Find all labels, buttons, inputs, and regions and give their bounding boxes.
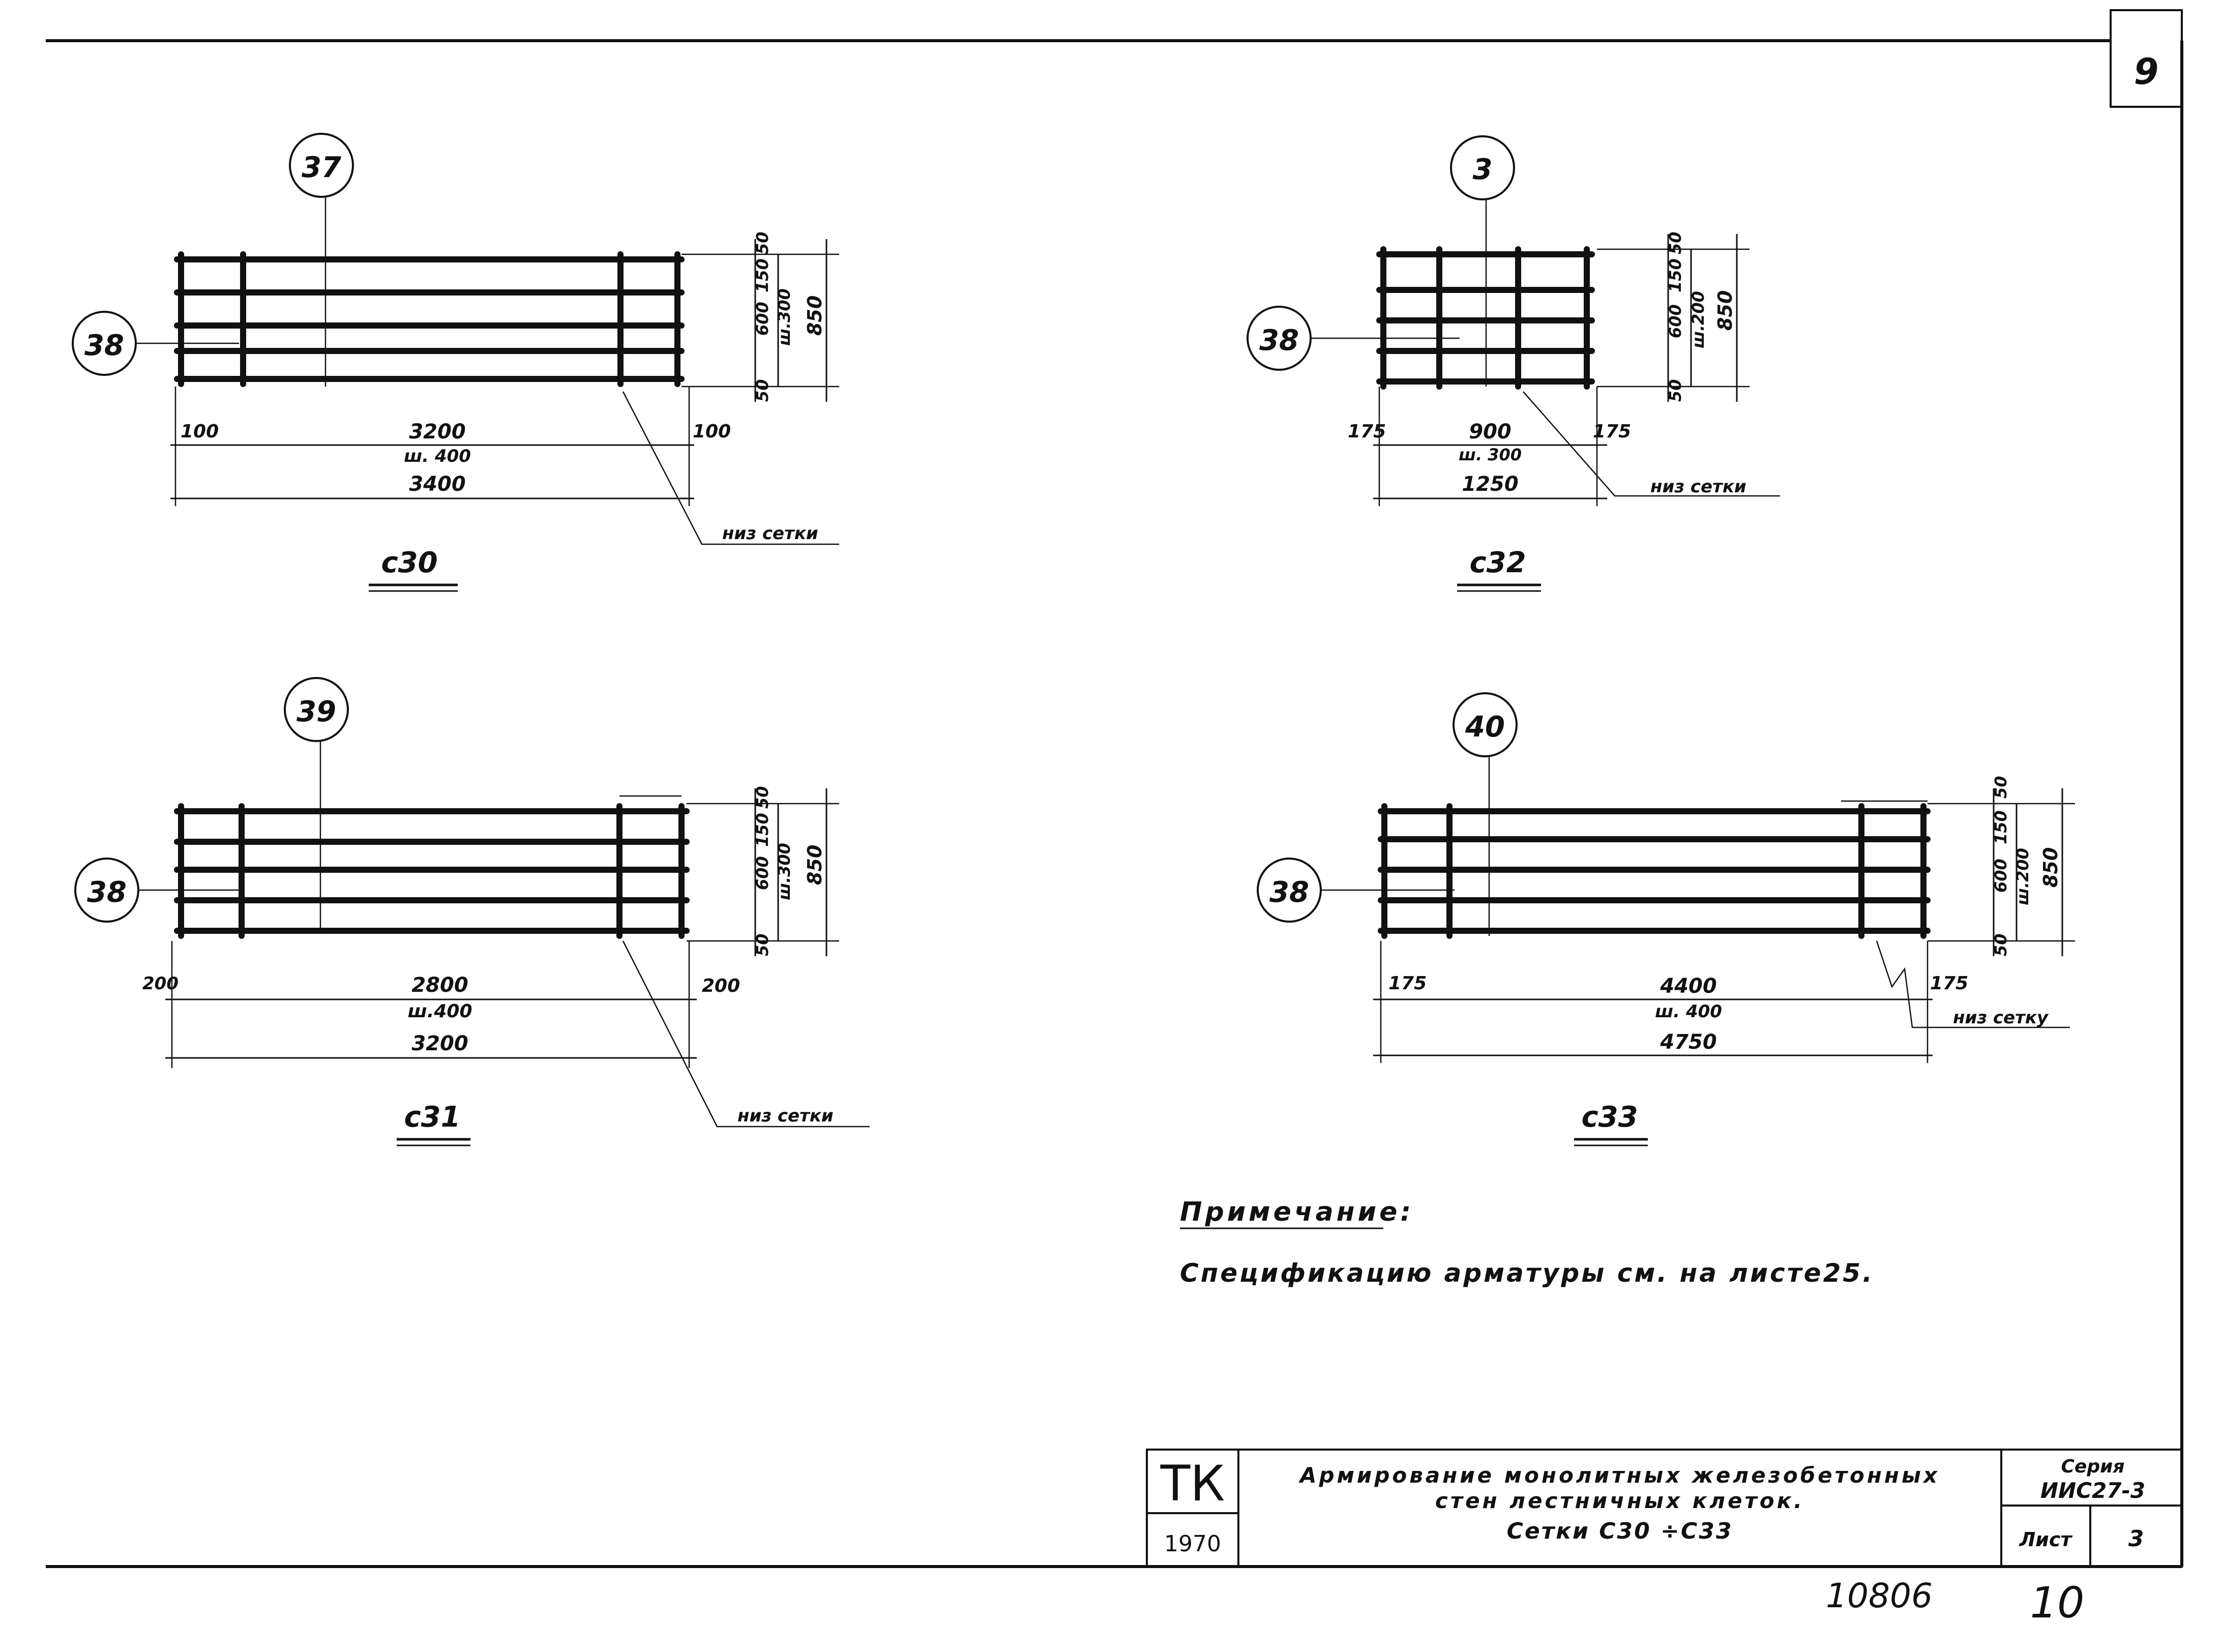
c33-top-mark: 40 [1465, 711, 1505, 744]
c32-dim-pitch: ш. 300 [1459, 445, 1522, 464]
c33-side-mark: 38 [1269, 876, 1309, 909]
net-c32: 3 38 175 900 ш. 300 175 1250 50 150 600 … [1247, 135, 1780, 592]
c31-dim-mid: 2800 [411, 973, 468, 997]
c30-dim-pitch: ш. 400 [404, 446, 471, 466]
c30-vdim-inner: 600 [753, 302, 772, 336]
c32-dim-left: 175 [1348, 421, 1386, 442]
c32-vdim-total: 850 [1714, 290, 1736, 331]
corner-number-box: 9 [2110, 9, 2183, 108]
title-line3: Сетки С30 ÷С33 [1507, 1518, 1733, 1544]
c30-vdim-bottom: 50 [753, 379, 772, 402]
c33-vdim-pitch: 150 [1991, 810, 2010, 844]
c32-vdim-inner: 600 [1666, 304, 1685, 338]
corner-number: 9 [2134, 51, 2159, 93]
c32-dim-total: 1250 [1462, 473, 1518, 496]
c30-dim-mid: 3200 [409, 420, 465, 444]
c33-note: низ сетку [1953, 1008, 2049, 1028]
c31-title: с31 [404, 1101, 460, 1134]
c33-dim-left: 175 [1388, 973, 1427, 994]
c31-dim-right: 200 [702, 976, 740, 996]
c31-vdim-inner: 600 [753, 856, 772, 890]
c31-vdim-pitch: 150 [753, 813, 772, 847]
title-line1: Армирование монолитных железобетонных [1298, 1463, 1940, 1488]
net-c30: 37 38 100 3200 ш. 400 100 3400 50 150 [72, 133, 839, 592]
c30-title: с30 [381, 546, 437, 579]
title-line2: стен лестничных клеток. [1435, 1488, 1804, 1513]
c31-vdim-total: 850 [804, 845, 826, 885]
sheet-value: 3 [2128, 1526, 2144, 1552]
c33-dim-mid: 4400 [1660, 975, 1716, 998]
c33-vdim-top: 50 [1991, 776, 2010, 799]
c32-dim-mid: 900 [1469, 420, 1512, 444]
title-org: ТК [1160, 1455, 1225, 1512]
c31-vdim-top: 50 [753, 786, 772, 809]
series-label: Серия [2061, 1456, 2125, 1477]
c33-vdim-bottom: 50 [1991, 933, 2010, 956]
note-heading: Примечание: [1180, 1197, 1414, 1227]
c31-note: низ сетки [737, 1106, 834, 1126]
c31-vdim-bottom: 50 [753, 933, 772, 956]
c33-vdim-inner-pitch: ш.200 [2013, 848, 2032, 905]
c32-vdim-top: 50 [1666, 231, 1685, 254]
c30-dim-left: 100 [181, 421, 219, 442]
c32-note: низ сетки [1650, 477, 1746, 497]
c31-dim-pitch: ш.400 [407, 1001, 472, 1022]
stamp-number: 10806 [1826, 1576, 1933, 1615]
c32-top-mark: 3 [1473, 153, 1493, 186]
series-value: ИИС27-3 [2040, 1478, 2145, 1503]
c30-note: низ сетки [722, 523, 818, 544]
title-block: ТК 1970 Армирование монолитных железобет… [1146, 1449, 2183, 1568]
c30-dim-right: 100 [693, 421, 731, 442]
c32-vdim-inner-pitch: ш.200 [1688, 291, 1708, 348]
c31-vdim-inner-pitch: ш.300 [775, 843, 794, 900]
c33-dim-total: 4750 [1660, 1030, 1716, 1054]
c30-side-mark: 38 [84, 329, 124, 362]
c31-side-mark: 38 [87, 876, 127, 909]
c32-side-mark: 38 [1259, 324, 1299, 357]
c31-top-mark: 39 [297, 695, 336, 728]
c30-top-mark: 37 [302, 151, 341, 184]
c32-dim-right: 175 [1593, 421, 1631, 442]
c33-dim-right: 175 [1930, 973, 1968, 994]
c33-vdim-inner: 600 [1991, 859, 2010, 893]
net-c31: 39 38 200 2800 ш.400 200 3200 50 150 600… [74, 677, 870, 1146]
c30-vdim-pitch: 150 [753, 258, 772, 292]
c33-title: с33 [1581, 1101, 1638, 1134]
sheet-label: Лист [2019, 1528, 2073, 1551]
c32-vdim-bottom: 50 [1666, 379, 1685, 402]
c30-vdim-total: 850 [804, 296, 826, 336]
c32-vdim-pitch: 150 [1666, 258, 1685, 292]
c33-vdim-total: 850 [2039, 847, 2062, 888]
c30-vdim-top: 50 [753, 231, 772, 254]
c33-dim-pitch: ш. 400 [1655, 1001, 1722, 1022]
c31-dim-left: 200 [142, 973, 179, 994]
note-text: Спецификацию арматуры см. на листе25. [1180, 1258, 1874, 1288]
page-number: 10 [2030, 1578, 2085, 1628]
c32-title: с32 [1469, 546, 1526, 579]
footer: 10806 10 [1826, 1576, 2084, 1628]
c30-dim-total: 3400 [409, 473, 465, 496]
c30-vdim-inner-pitch: ш.300 [775, 288, 794, 346]
title-year: 1970 [1164, 1531, 1221, 1557]
net-c33: 40 38 175 4400 ш. 400 175 4750 50 150 60… [1257, 692, 2075, 1146]
c31-dim-total: 3200 [411, 1032, 468, 1055]
drawing-note: Примечание: Спецификацию арматуры см. на… [1180, 1197, 1874, 1288]
